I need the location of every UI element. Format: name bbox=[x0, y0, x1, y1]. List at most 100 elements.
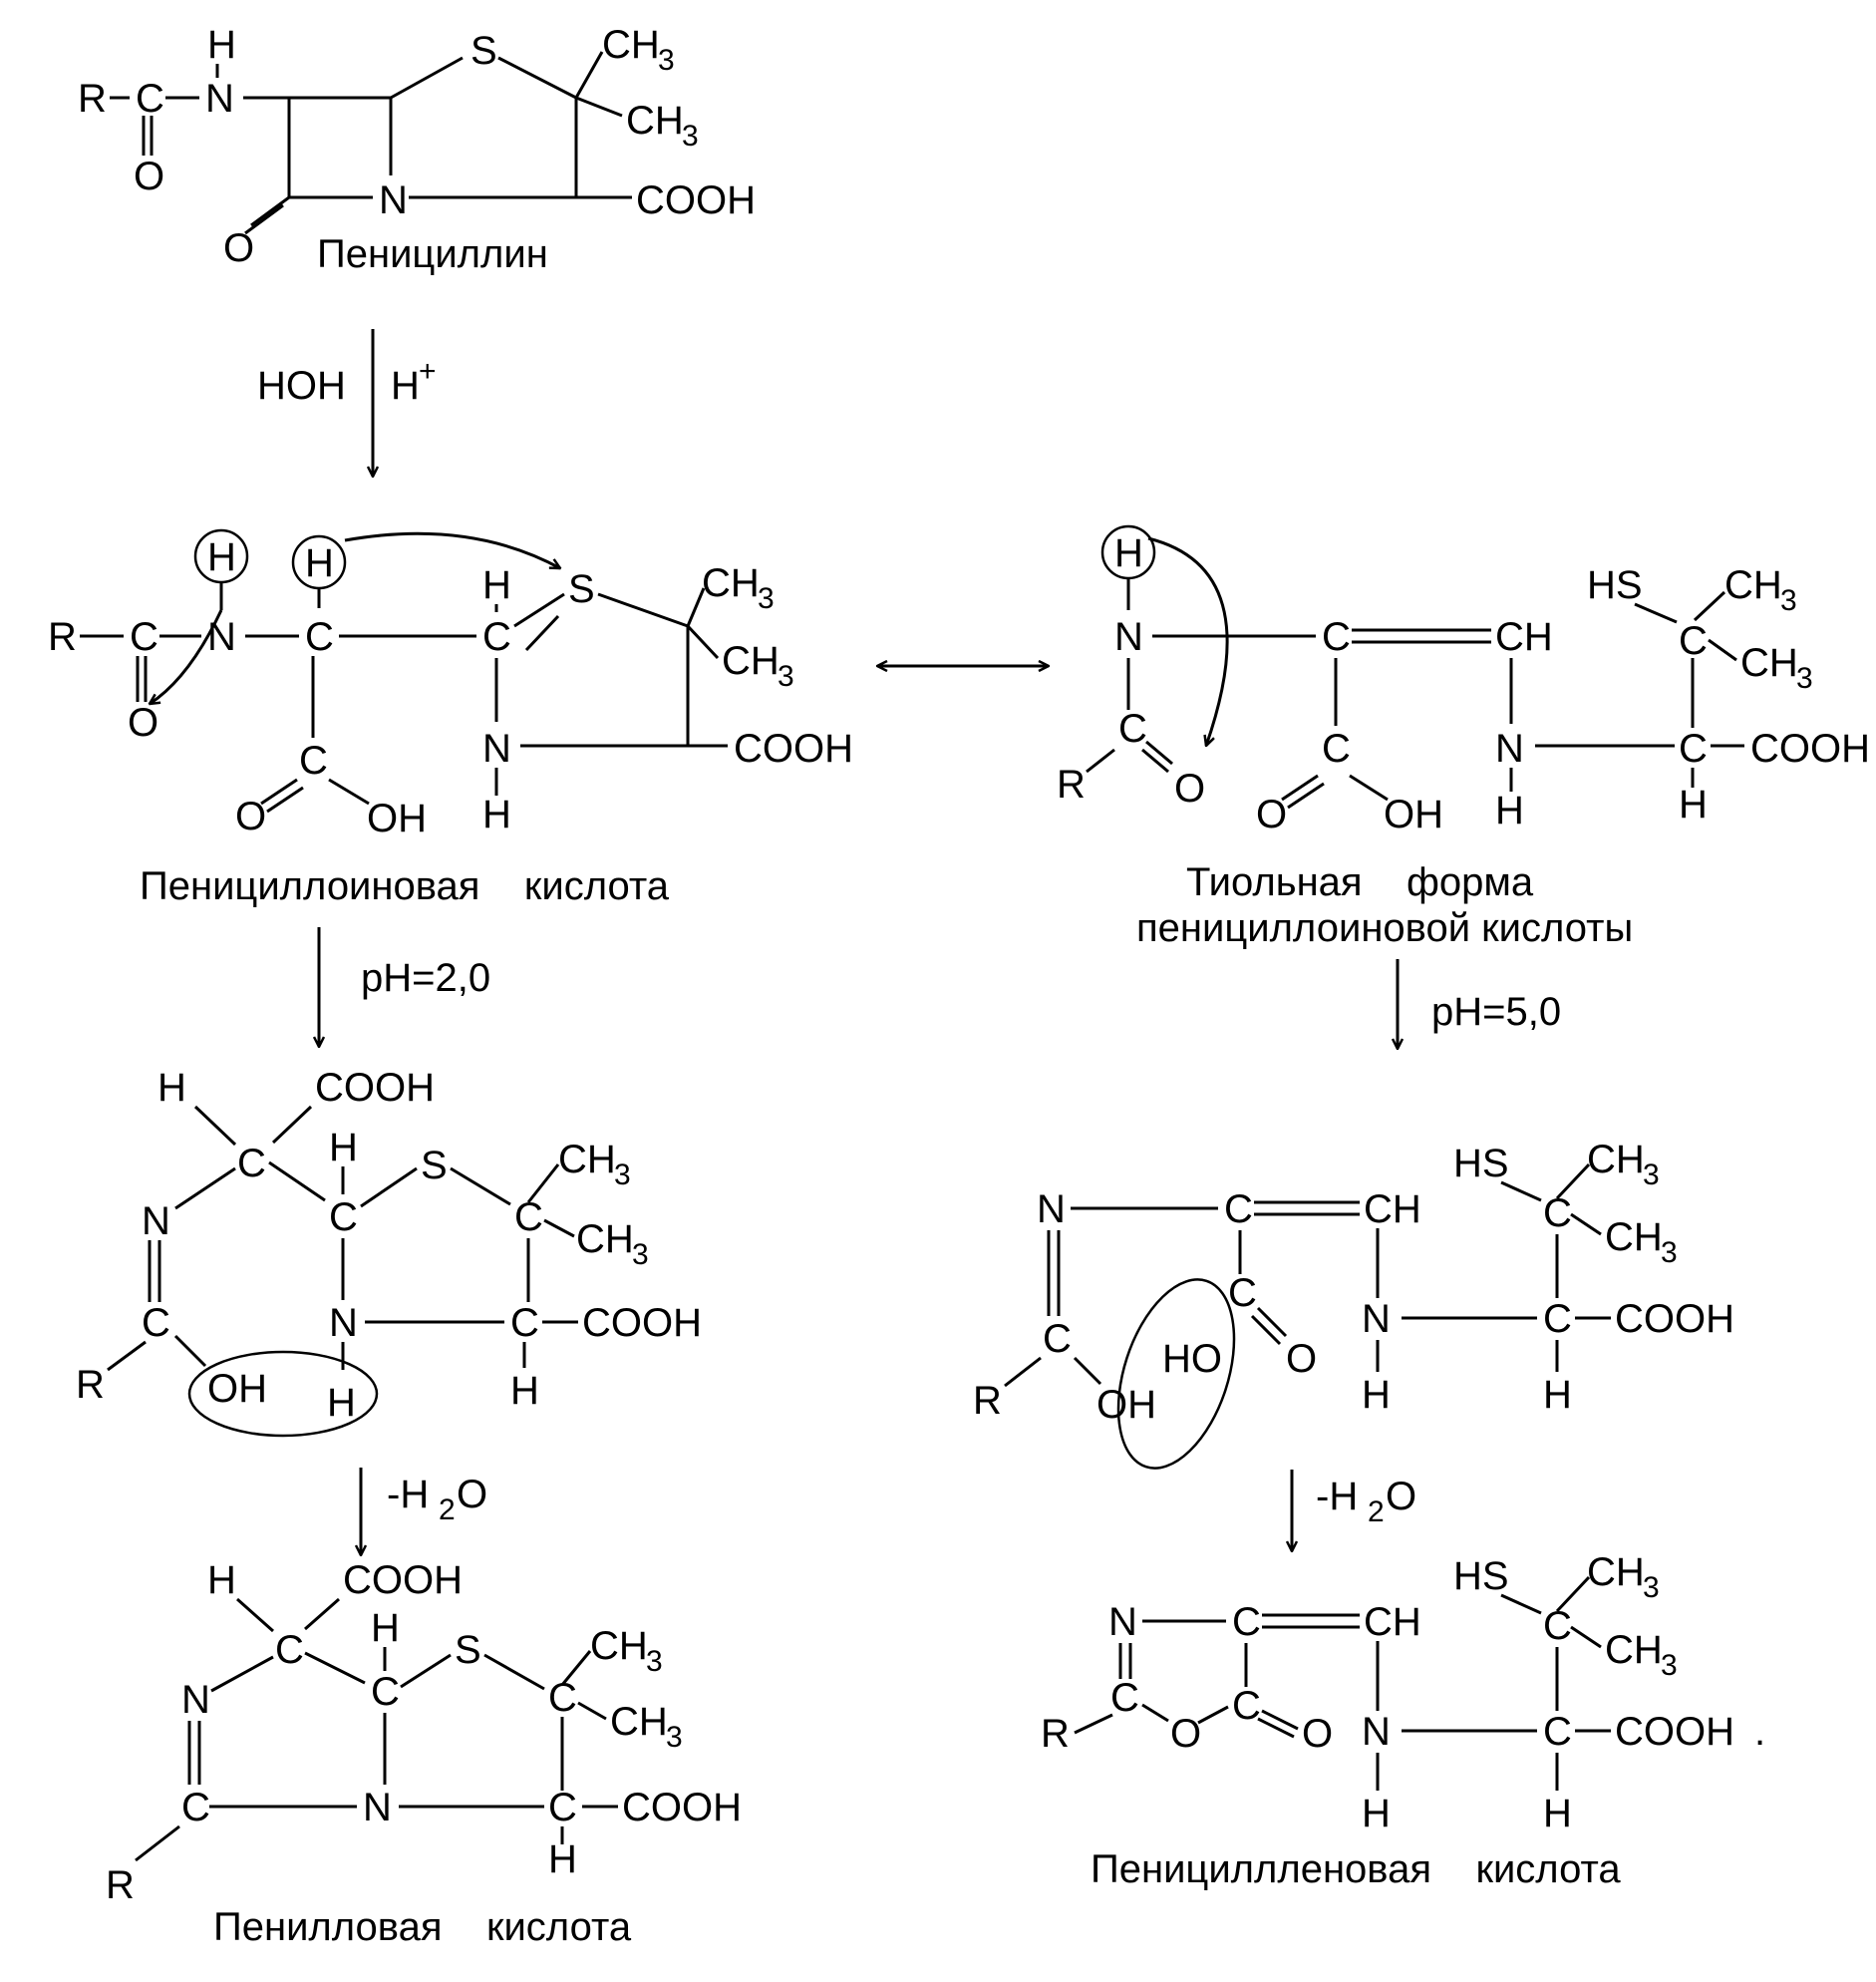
atom-n: N bbox=[329, 1301, 358, 1345]
penillic-acid-structure: H COOH C H C S CH 3 C CH 3 N C R N C H C… bbox=[106, 1558, 742, 1949]
curved-electron-arrow-icon bbox=[150, 609, 223, 704]
atom-o: O bbox=[235, 795, 266, 838]
atom-n: N bbox=[482, 727, 511, 771]
atom-n: N bbox=[1037, 1187, 1066, 1231]
condition-ph-left: pH=2,0 bbox=[361, 956, 490, 1000]
atom-n: N bbox=[205, 77, 234, 121]
circled-hydroxyl-icon: HO OH bbox=[1096, 1278, 1236, 1470]
svg-text:3: 3 bbox=[1643, 1158, 1660, 1191]
atom-c: C bbox=[1043, 1317, 1072, 1361]
atom-o: O bbox=[1170, 1712, 1201, 1756]
penicilloic-acid-structure: R C O N H C H C O OH C H S CH 3 CH 3 N H… bbox=[48, 528, 853, 908]
methyl-group: CH 3 bbox=[1740, 641, 1813, 695]
atom-h: H bbox=[1679, 783, 1708, 826]
svg-text:CH: CH bbox=[602, 23, 660, 67]
svg-text:3: 3 bbox=[778, 660, 794, 693]
atom-c: C bbox=[181, 1786, 210, 1829]
carboxyl-group: COOH bbox=[343, 1558, 463, 1602]
carboxyl-group: COOH bbox=[636, 178, 756, 222]
atom-o: O bbox=[1286, 1337, 1317, 1381]
bond-lines bbox=[135, 1597, 618, 1862]
svg-text:CH: CH bbox=[1587, 1550, 1645, 1594]
atom-s: S bbox=[470, 29, 497, 73]
atom-n: N bbox=[1362, 1297, 1391, 1341]
svg-text:3: 3 bbox=[658, 44, 675, 77]
methyl-group: CH 3 bbox=[602, 23, 675, 77]
thiol-form-structure: H N C R O C CH C O OH N H HS CH 3 C CH 3… bbox=[1057, 524, 1870, 950]
bond-lines bbox=[1086, 578, 1744, 810]
atom-n: N bbox=[142, 1199, 170, 1243]
atom-o: O bbox=[1302, 1712, 1333, 1756]
atom-c: C bbox=[1228, 1271, 1257, 1315]
svg-text:2: 2 bbox=[1368, 1495, 1385, 1528]
atom-c: C bbox=[1543, 1710, 1572, 1754]
carboxyl-group: COOH bbox=[622, 1786, 742, 1829]
atom-r: R bbox=[1041, 1712, 1070, 1756]
atom-c: C bbox=[548, 1786, 577, 1829]
atom-n: N bbox=[363, 1786, 392, 1829]
svg-text:3: 3 bbox=[682, 120, 699, 153]
svg-text:H: H bbox=[1114, 531, 1143, 575]
condition-ph-right: pH=5,0 bbox=[1431, 990, 1561, 1034]
bond-lines bbox=[80, 582, 728, 814]
svg-text:H: H bbox=[327, 1381, 356, 1425]
hydroxyl-group: OH bbox=[1384, 793, 1443, 836]
svg-text:O: O bbox=[1386, 1475, 1416, 1518]
atom-r: R bbox=[1057, 763, 1086, 807]
atom-h: H bbox=[207, 23, 236, 67]
atom-c: C bbox=[299, 739, 328, 783]
circled-hydrogen-icon: H bbox=[1100, 524, 1156, 580]
atom-c: C bbox=[237, 1142, 266, 1185]
catalyst-h: H bbox=[391, 364, 420, 408]
methine-group: CH bbox=[1364, 1600, 1421, 1644]
atom-h: H bbox=[157, 1066, 186, 1110]
svg-text:OH: OH bbox=[1096, 1383, 1156, 1427]
atom-s: S bbox=[568, 567, 595, 611]
atom-c: C bbox=[1679, 727, 1708, 771]
atom-c: C bbox=[482, 615, 511, 659]
atom-c: C bbox=[371, 1670, 400, 1714]
methyl-group: CH 3 bbox=[576, 1217, 649, 1271]
atom-r: R bbox=[973, 1379, 1002, 1423]
compound-name-penillic-acid: Пенилловая кислота bbox=[213, 1905, 632, 1949]
atom-c: C bbox=[1322, 615, 1351, 659]
atom-r: R bbox=[78, 77, 107, 121]
svg-text:H: H bbox=[207, 535, 236, 579]
methyl-group: CH 3 bbox=[1587, 1138, 1660, 1191]
methyl-group: CH 3 bbox=[590, 1624, 663, 1678]
svg-text:3: 3 bbox=[1661, 1236, 1678, 1269]
svg-text:2: 2 bbox=[439, 1493, 456, 1526]
svg-text:CH: CH bbox=[1724, 563, 1782, 607]
atom-n: N bbox=[1495, 727, 1524, 771]
atom-c: C bbox=[1679, 619, 1708, 663]
svg-text:CH: CH bbox=[1605, 1628, 1663, 1672]
atom-n: N bbox=[207, 615, 236, 659]
atom-s: S bbox=[455, 1628, 481, 1672]
atom-h: H bbox=[371, 1606, 400, 1650]
reagent-hoh: HOH bbox=[257, 364, 346, 408]
atom-o: O bbox=[134, 155, 164, 198]
atom-n: N bbox=[1108, 1600, 1137, 1644]
svg-text:CH: CH bbox=[590, 1624, 648, 1668]
methine-group: CH bbox=[1495, 615, 1553, 659]
atom-c: C bbox=[275, 1628, 304, 1672]
penillic-intermediate-structure: H COOH C H C S CH 3 C CH 3 N C R OH H N … bbox=[76, 1066, 702, 1438]
bond-lines bbox=[107, 1105, 578, 1372]
svg-text:3: 3 bbox=[666, 1721, 683, 1754]
compound-name-penicillin: Пенициллин bbox=[317, 232, 548, 276]
atom-c: C bbox=[1224, 1187, 1253, 1231]
penillenic-intermediate-structure: N C CH C O C R HO OH N H HS CH 3 C CH 3 … bbox=[973, 1138, 1734, 1470]
atom-h: H bbox=[207, 1558, 236, 1602]
atom-c: C bbox=[1110, 1676, 1139, 1720]
atom-h: H bbox=[482, 793, 511, 836]
hydroxyl-group: OH bbox=[367, 797, 427, 840]
svg-text:CH: CH bbox=[1740, 641, 1798, 685]
svg-text:CH: CH bbox=[626, 99, 684, 143]
atom-c: C bbox=[1322, 727, 1351, 771]
carboxyl-group: COOH bbox=[315, 1066, 435, 1110]
bond-lines bbox=[110, 51, 632, 235]
atom-c: C bbox=[136, 77, 164, 121]
svg-text:3: 3 bbox=[1643, 1571, 1660, 1604]
atom-r: R bbox=[48, 615, 77, 659]
